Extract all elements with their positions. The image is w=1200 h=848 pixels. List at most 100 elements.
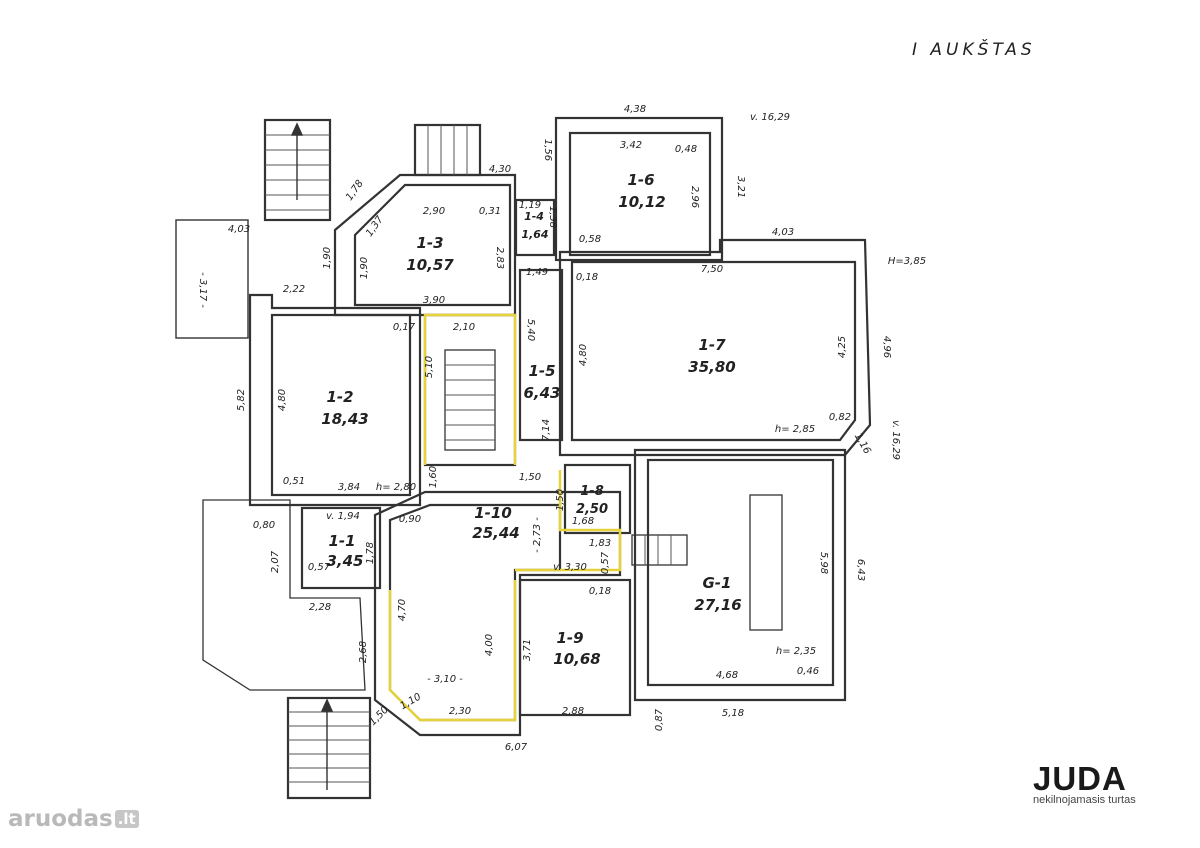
dimension-label: 4,80 bbox=[578, 344, 589, 366]
dimension-label: 4,03 bbox=[772, 227, 794, 238]
room-1-2-id: 1-2 bbox=[326, 388, 353, 406]
room-1-3-id: 1-3 bbox=[416, 234, 443, 252]
dimension-label: 1,68 bbox=[572, 516, 594, 527]
room-1-1-id: 1-1 bbox=[328, 532, 355, 550]
dimension-label: 3,42 bbox=[620, 140, 642, 151]
room-1-7-wall bbox=[570, 260, 857, 442]
floor-title: I AUKŠTAS bbox=[912, 40, 1036, 60]
dimension-label: 0,82 bbox=[829, 412, 851, 423]
dimension-label: 0,80 bbox=[253, 520, 275, 531]
dimension-label: 1,50 bbox=[555, 489, 566, 511]
room-1-9-area: 10,68 bbox=[553, 650, 600, 668]
arrow-head-icon bbox=[290, 122, 304, 136]
dimension-label: v. 16,29 bbox=[750, 112, 790, 123]
dimension-label: - 2,73 - bbox=[532, 517, 543, 553]
dimension-label: 4,70 bbox=[397, 599, 408, 621]
dimension-label: H=3,85 bbox=[888, 256, 926, 267]
room-1-5-id: 1-5 bbox=[528, 362, 555, 380]
dimension-label: 5,18 bbox=[722, 708, 744, 719]
room-1-8-area: 2,50 bbox=[576, 502, 608, 517]
room-1-7-area: 35,80 bbox=[688, 358, 735, 376]
dimension-label: 1,90 bbox=[359, 257, 370, 279]
dimension-label: 1,78 bbox=[365, 542, 376, 564]
dimension-label: 2,10 bbox=[453, 322, 475, 333]
dimension-label: 1,49 bbox=[526, 267, 548, 278]
dimension-label: 0,87 bbox=[654, 708, 665, 731]
garage-pit bbox=[749, 494, 783, 631]
dimension-label: 2,22 bbox=[283, 284, 305, 295]
dimension-label: 2,88 bbox=[562, 706, 584, 717]
room-1-10-id: 1-10 bbox=[474, 504, 512, 522]
garage-g-1-outer-wall bbox=[633, 448, 847, 702]
dimension-label: 4,03 bbox=[228, 224, 250, 235]
dimension-label: 4,25 bbox=[837, 336, 848, 358]
room-1-5-area: 6,43 bbox=[523, 384, 560, 402]
dimension-label: 0,18 bbox=[589, 586, 611, 597]
room-1-9-wall bbox=[518, 578, 632, 717]
dimension-label: 7,14 bbox=[541, 419, 552, 441]
juda-logo-name: JUDA bbox=[1033, 760, 1127, 797]
stair-core bbox=[423, 313, 517, 467]
dimension-label: 1,90 bbox=[322, 247, 333, 269]
dimension-label: 7,50 bbox=[701, 264, 723, 275]
room-1-9-id: 1-9 bbox=[556, 629, 583, 647]
dimension-label: 1,37 bbox=[364, 214, 386, 239]
highlight-wall bbox=[388, 580, 517, 722]
dimension-label: 1,56 bbox=[542, 139, 553, 161]
dimension-label: 3,21 bbox=[735, 176, 746, 198]
room-1-6-outer-wall bbox=[554, 116, 724, 262]
room-g-1-id: G-1 bbox=[703, 574, 732, 592]
dimension-label: 0,90 bbox=[399, 514, 421, 525]
dimension-label: 5,82 bbox=[236, 389, 247, 411]
dimension-label: 2,68 bbox=[358, 641, 369, 663]
dimension-label: 0,57 bbox=[600, 551, 611, 574]
dimension-label: 6,07 bbox=[505, 742, 528, 753]
highlight-wall bbox=[515, 470, 622, 572]
dimension-label: 4,96 bbox=[881, 336, 892, 358]
dimension-label: 4,38 bbox=[624, 104, 646, 115]
room-1-8-id: 1-8 bbox=[580, 484, 604, 499]
dimension-label: 2,07 bbox=[270, 550, 281, 573]
dimension-label: v. 3,30 bbox=[553, 562, 587, 573]
dimension-label: h= 2,85 bbox=[775, 424, 815, 435]
room-1-1-wall bbox=[300, 506, 382, 590]
porch-left bbox=[175, 219, 249, 339]
room-1-4-area: 1,64 bbox=[521, 228, 548, 241]
dimension-label: 0,51 bbox=[283, 476, 305, 487]
dimension-label: 5,40 bbox=[525, 319, 536, 341]
juda-logo-tagline: nekilnojamasis turtas bbox=[1033, 794, 1136, 806]
stair-flight bbox=[444, 349, 496, 451]
dimension-label: 0,46 bbox=[797, 666, 819, 677]
dimension-label: h= 2,35 bbox=[776, 646, 816, 657]
dimension-label: 5,10 bbox=[424, 356, 435, 378]
dimension-label: 2,90 bbox=[423, 206, 445, 217]
dimension-label: 1,19 bbox=[519, 200, 541, 211]
room-g-1-area: 27,16 bbox=[694, 596, 741, 614]
room-1-7-outer-wall bbox=[558, 238, 872, 457]
dimension-label: 5,98 bbox=[818, 552, 829, 574]
dimension-label: 1,38 bbox=[547, 206, 558, 228]
dimension-label: 4,00 bbox=[484, 634, 495, 656]
dimension-label: 0,48 bbox=[675, 144, 697, 155]
dimension-label: 0,58 bbox=[579, 234, 601, 245]
room-1-6-area: 10,12 bbox=[618, 193, 665, 211]
dimension-label: 6,43 bbox=[855, 559, 866, 581]
dimension-label: 2,30 bbox=[449, 706, 471, 717]
room-1-4-wall bbox=[514, 198, 556, 257]
room-1-2-area: 18,43 bbox=[321, 410, 368, 428]
dimension-label: 3,90 bbox=[423, 295, 445, 306]
room-1-2-outer-wall bbox=[248, 293, 422, 507]
aruodas-watermark-tld: .lt bbox=[114, 810, 139, 828]
dimension-label: 4,30 bbox=[489, 164, 511, 175]
room-1-2-wall bbox=[270, 313, 412, 497]
highlight-wall bbox=[423, 313, 517, 465]
dimension-label: h= 2,80 bbox=[376, 482, 416, 493]
room-1-3-wall bbox=[353, 183, 512, 307]
hall-1-10-outer-wall bbox=[373, 490, 622, 737]
stair-top-middle bbox=[413, 123, 482, 177]
dimension-label: 2,96 bbox=[689, 186, 700, 208]
room-1-7-id: 1-7 bbox=[698, 336, 726, 354]
dimension-label: 1,83 bbox=[589, 538, 611, 549]
stair-top-left bbox=[263, 118, 332, 222]
